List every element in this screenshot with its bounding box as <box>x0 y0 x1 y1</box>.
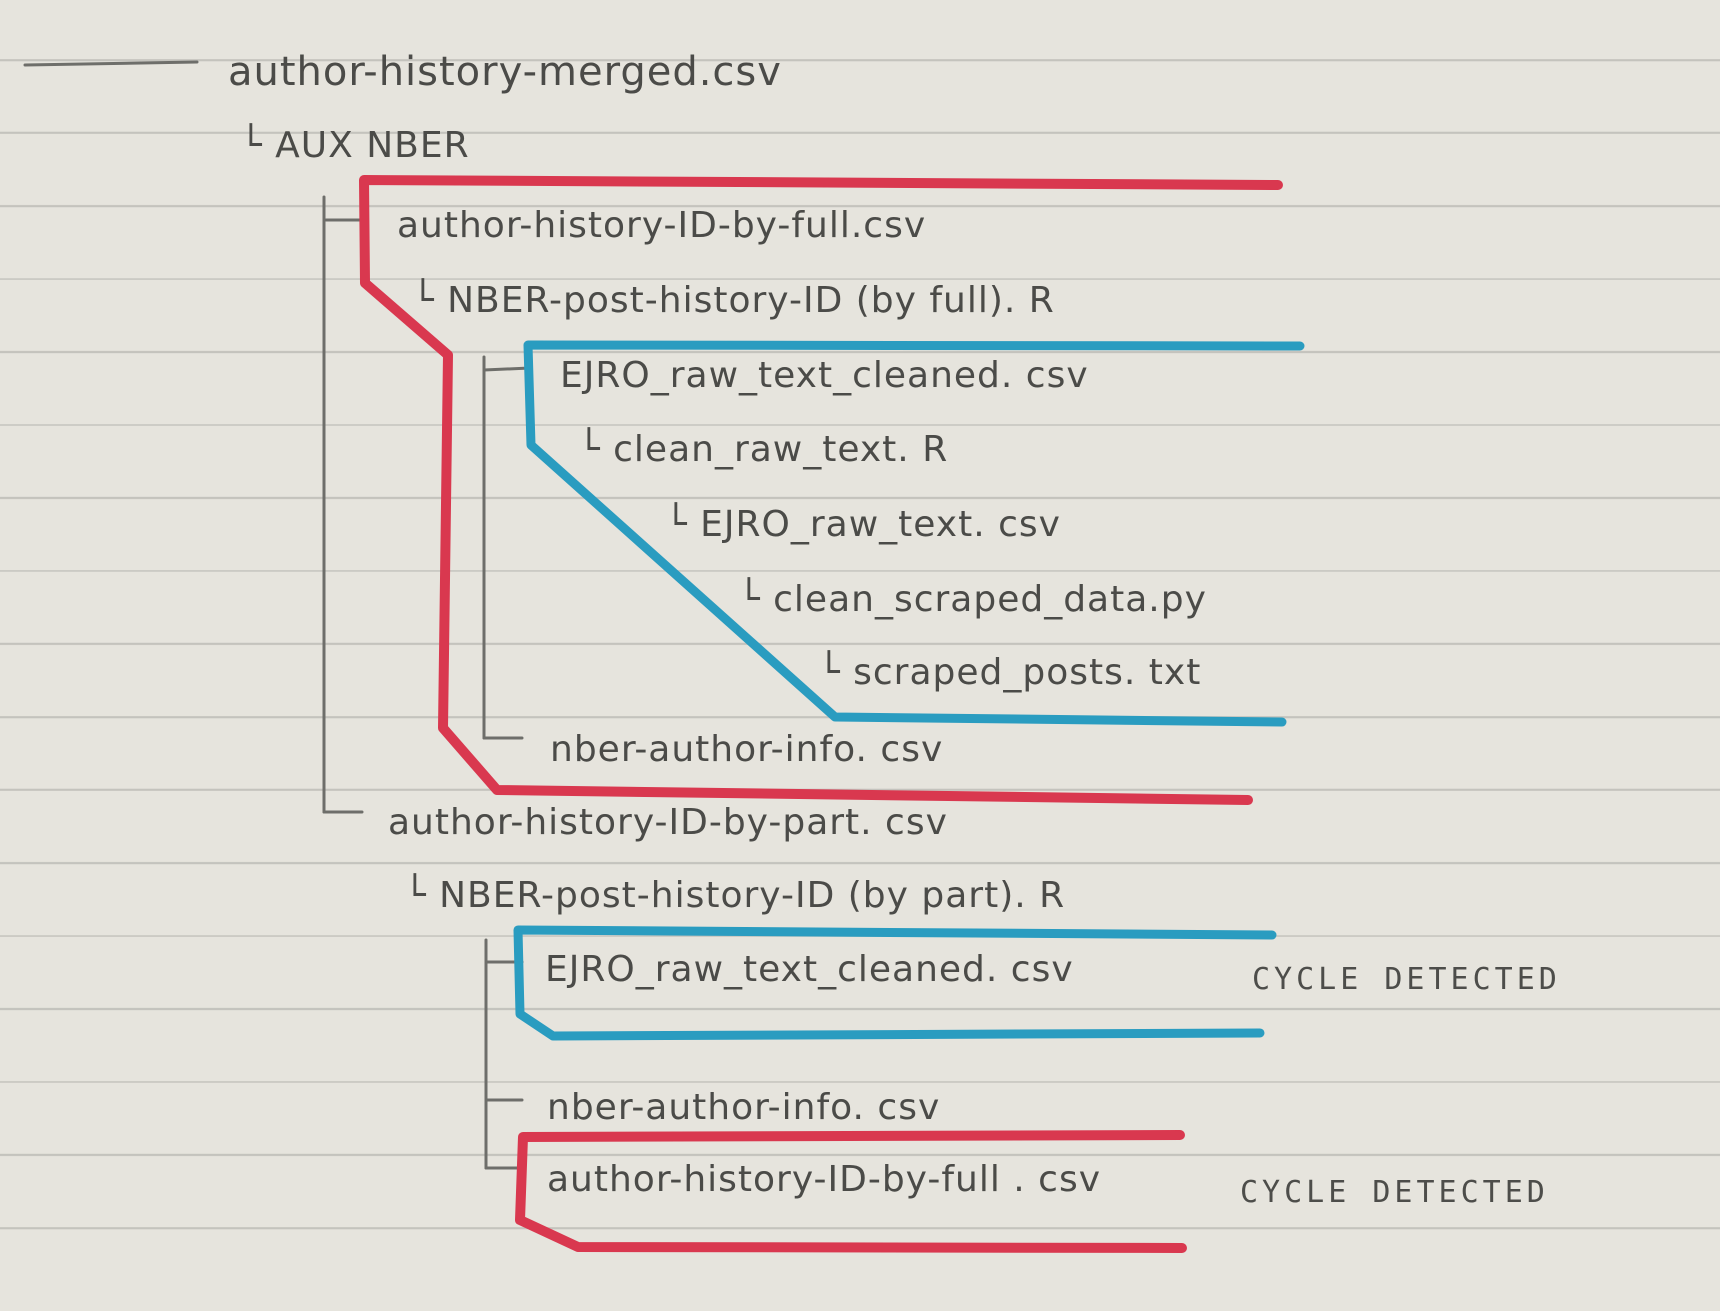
tree-item-label: NBER-post-history-ID (by full). R <box>447 280 1055 321</box>
tree-item-label: AUX NBER <box>275 125 470 166</box>
tree-item-label: NBER-post-history-ID (by part). R <box>439 875 1066 916</box>
tree-item-ejro-cleaned-2: EJRO_raw_text_cleaned. csv <box>545 949 1074 990</box>
connector-tick-ejro-1 <box>482 366 532 372</box>
elbow-icon: └ <box>665 504 701 545</box>
tree-item-clean-scraped: └ clean_scraped_data.py <box>738 582 1207 618</box>
tree-item-full-r: └ NBER-post-history-ID (by full). R <box>412 283 1055 319</box>
blue-bracket-cycle <box>513 925 1277 1041</box>
red-bracket-cycle <box>515 1130 1187 1253</box>
red-bracket-main <box>359 175 1283 805</box>
tree-item-scraped-posts: └ scraped_posts. txt <box>818 655 1201 691</box>
tree-item-ejro-raw: └ EJRO_raw_text. csv <box>665 507 1061 543</box>
tree-item-nber-info-2: nber-author-info. csv <box>547 1087 941 1128</box>
elbow-icon: └ <box>578 429 614 470</box>
tree-item-part-csv: author-history-ID-by-part. csv <box>388 802 948 843</box>
tree-item-label: clean_scraped_data.py <box>773 579 1207 620</box>
tree-item-clean-raw-text: └ clean_raw_text. R <box>578 432 948 468</box>
tree-item-aux: └ AUX NBER <box>240 128 470 164</box>
elbow-icon: └ <box>240 125 276 166</box>
tree-item-ejro-cleaned: EJRO_raw_text_cleaned. csv <box>560 355 1089 396</box>
tree-item-full-csv: author-history-ID-by-full.csv <box>397 205 927 246</box>
elbow-icon: └ <box>738 579 774 620</box>
cycle-note-2: CYCLE DETECTED <box>1240 1175 1549 1210</box>
tree-item-label: scraped_posts. txt <box>853 652 1202 693</box>
tree-item-part-r: └ NBER-post-history-ID (by part). R <box>404 878 1065 914</box>
cycle-note-1: CYCLE DETECTED <box>1252 962 1561 997</box>
tree-item-full-csv-2: author-history-ID-by-full . csv <box>547 1159 1102 1200</box>
blue-bracket-main <box>523 340 1305 727</box>
root-file-label: author-history-merged.csv <box>228 49 782 95</box>
elbow-icon: └ <box>412 280 448 321</box>
root-dash <box>23 60 199 67</box>
tree-item-nber-info: nber-author-info. csv <box>550 729 944 770</box>
tree-item-label: EJRO_raw_text. csv <box>700 504 1061 545</box>
elbow-icon: └ <box>404 875 440 916</box>
tree-item-label: clean_raw_text. R <box>613 429 949 470</box>
elbow-icon: └ <box>818 652 854 693</box>
